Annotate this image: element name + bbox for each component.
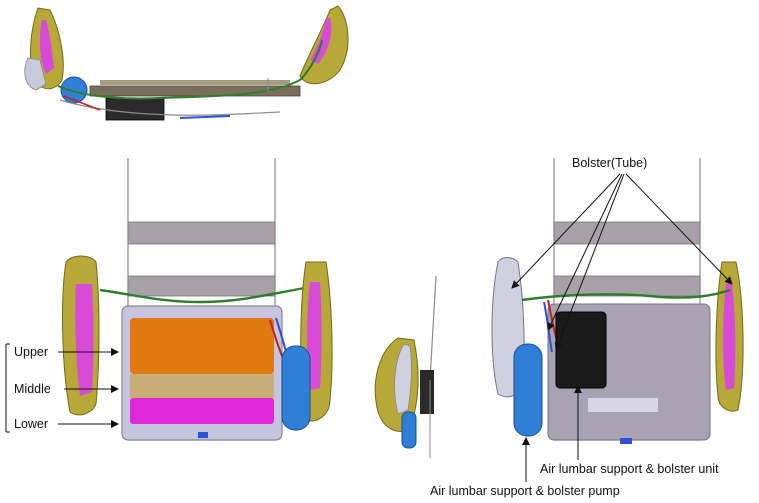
label-middle: Middle — [14, 382, 51, 396]
air-lumbar-unit — [555, 311, 607, 389]
zone-middle — [130, 374, 274, 398]
left-front-view — [62, 158, 333, 441]
callout-lines — [5, 173, 733, 482]
label-upper: Upper — [14, 345, 49, 359]
label-bolster-tube: Bolster(Tube) — [572, 156, 648, 170]
label-lower: Lower — [14, 417, 49, 431]
label-pump: Air lumbar support & bolster pump — [430, 484, 620, 498]
air-lumbar-pump — [513, 343, 543, 437]
zone-upper — [130, 318, 274, 374]
right-rear-view — [491, 158, 744, 444]
label-unit: Air lumbar support & bolster unit — [540, 462, 719, 476]
middle-side-view — [374, 275, 437, 458]
zone-lower — [130, 398, 274, 424]
top-side-view — [24, 5, 349, 121]
